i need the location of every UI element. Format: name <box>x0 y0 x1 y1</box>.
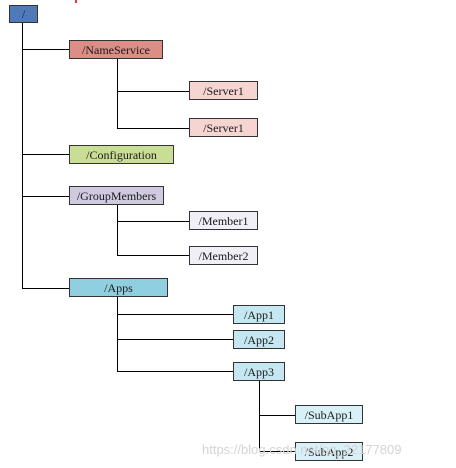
connector-line <box>117 128 189 129</box>
connector-line <box>117 339 233 340</box>
connector-line <box>117 221 189 222</box>
connector-line <box>22 49 69 50</box>
connector-line <box>259 451 295 452</box>
connector-line <box>117 314 233 315</box>
tree-node-subapp1: /SubApp1 <box>295 405 363 424</box>
connector-line <box>117 371 233 372</box>
connector-line <box>117 255 189 256</box>
tree-node-app3: /App3 <box>233 362 285 381</box>
tree-node-member1: /Member1 <box>189 211 258 230</box>
tree-node-server-a: /Server1 <box>189 81 258 100</box>
tree-node-root: / <box>9 5 38 23</box>
tree-node-groupmembers: /GroupMembers <box>69 186 164 205</box>
connector-line <box>259 380 260 452</box>
connector-line <box>22 154 69 155</box>
connector-line <box>22 288 69 289</box>
tree-node-nameservice: /NameService <box>69 40 163 59</box>
tree-node-subapp2: /SubApp2 <box>295 442 363 461</box>
connector-line <box>259 415 295 416</box>
connector-line <box>117 205 118 256</box>
tree-node-app1: /App1 <box>233 305 285 324</box>
tree-node-app2: /App2 <box>233 330 285 349</box>
tree-node-apps: /Apps <box>69 278 168 297</box>
tree-node-member2: /Member2 <box>189 246 258 265</box>
connector-line <box>22 196 69 197</box>
tree-node-server-b: /Server1 <box>189 118 258 137</box>
tree-node-configuration: /Configuration <box>69 145 174 164</box>
red-mark <box>75 0 77 3</box>
connector-line <box>22 23 23 289</box>
watermark-text: https://blog.csdn.net/qq_22177809 <box>202 442 402 457</box>
connector-line <box>117 91 189 92</box>
connector-line <box>117 59 118 129</box>
connector-line <box>117 297 118 372</box>
